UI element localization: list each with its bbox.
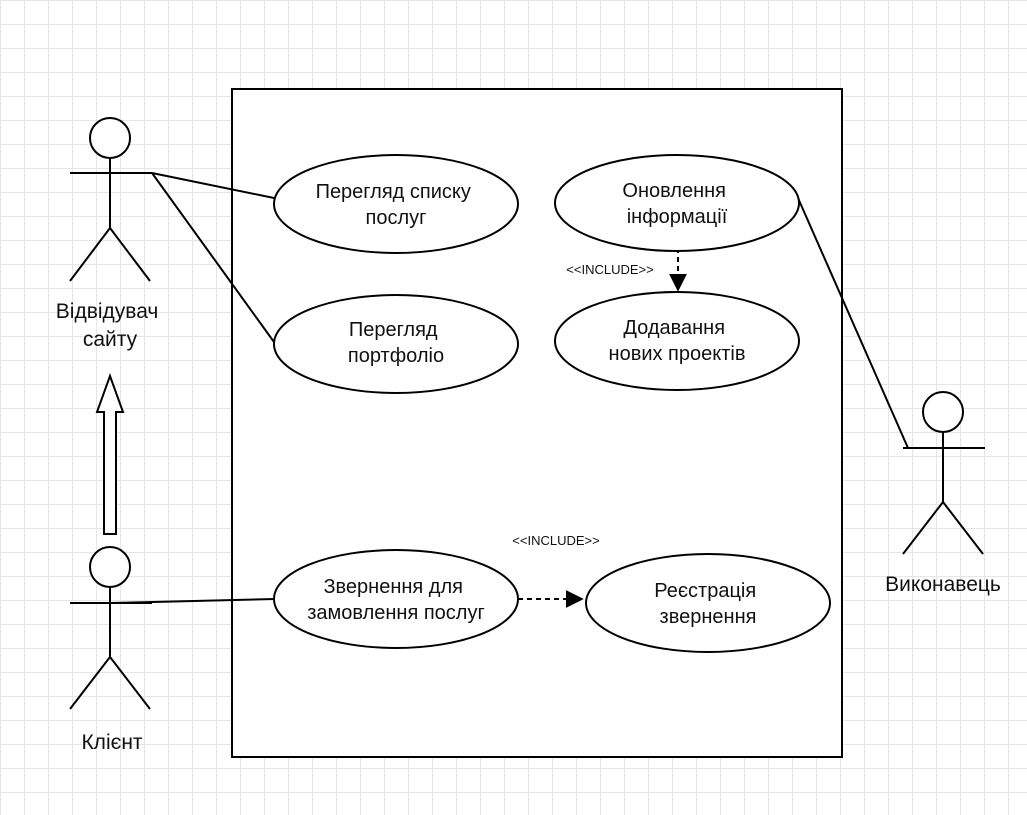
association-visitor-view-portfolio (151, 172, 275, 343)
use-case-add-projects (554, 291, 800, 391)
use-case-view-services-label: Перегляд списку послуг (316, 181, 477, 229)
association-client-order-request (109, 598, 276, 604)
use-case-order-request (273, 549, 519, 649)
association-executor-update-info (797, 197, 943, 449)
actor-executor-label: Виконавець (885, 573, 1001, 596)
use-case-add-projects-label: Додавання нових проектів (609, 317, 746, 365)
actor-visitor (69, 117, 152, 282)
use-case-update-info-label: Оновлення інформації (622, 180, 731, 228)
include-label-2: <<INCLUDE>> (512, 533, 599, 548)
association-visitor-view-services (151, 172, 275, 199)
generalization-arrow (95, 373, 125, 535)
actor-executor (902, 391, 985, 555)
use-case-view-portfolio (273, 294, 519, 394)
use-case-register-request (585, 553, 831, 653)
actor-visitor-label: Відвідувач сайту (56, 300, 164, 351)
actor-client (69, 546, 152, 710)
use-case-order-request-label: Звернення для замовлення послуг (307, 576, 485, 624)
use-case-update-info (554, 154, 800, 252)
use-case-view-services (273, 154, 519, 254)
use-case-register-request-label: Реєстрація звернення (654, 580, 762, 628)
actor-client-label: Клієнт (81, 731, 142, 754)
use-case-view-portfolio-label: Перегляд портфоліо (348, 319, 444, 367)
include-label-1: <<INCLUDE>> (566, 262, 653, 277)
